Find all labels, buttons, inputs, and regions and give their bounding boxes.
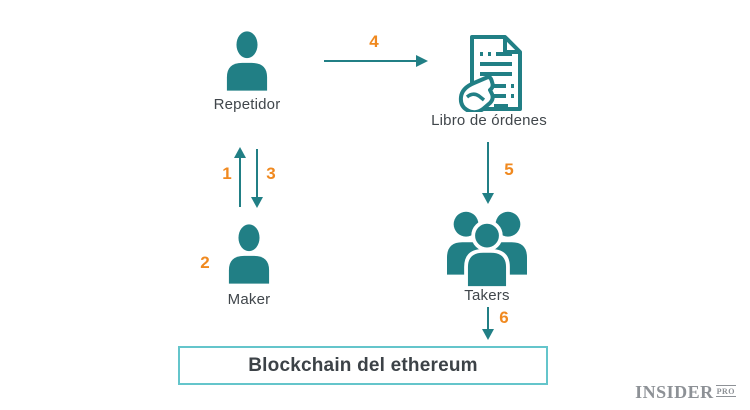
person-icon xyxy=(226,31,268,91)
node-label-takers: Takers xyxy=(464,287,510,304)
arrow-5-line xyxy=(487,142,489,195)
arrow-1-head xyxy=(234,147,246,158)
arrow-5-head xyxy=(482,193,494,204)
node-label-libro-de-ordenes: Libro de órdenes xyxy=(431,112,547,129)
logo-main-text: INSIDER xyxy=(635,382,714,402)
blockchain-label: Blockchain del ethereum xyxy=(248,354,478,376)
step-number-6: 6 xyxy=(499,308,509,327)
document-hand-icon xyxy=(458,35,522,112)
logo-suffix-text: PRO xyxy=(715,385,736,397)
node-label-repetidor: Repetidor xyxy=(213,96,281,113)
step-number-2: 2 xyxy=(200,253,210,272)
person-icon xyxy=(228,224,270,284)
node-label-maker: Maker xyxy=(227,291,271,308)
insider-pro-logo: INSIDER PRO xyxy=(635,383,736,401)
arrow-4-line xyxy=(324,60,416,62)
step-number-1: 1 xyxy=(222,164,232,183)
arrow-1-line xyxy=(239,156,241,207)
step-number-4: 4 xyxy=(369,32,379,51)
arrow-6-head xyxy=(482,329,494,340)
blockchain-box: Blockchain del ethereum xyxy=(178,346,548,385)
arrow-3-head xyxy=(251,197,263,208)
arrow-4-head xyxy=(416,55,428,67)
arrow-3-line xyxy=(256,149,258,199)
arrow-6-line xyxy=(487,307,489,331)
people-group-icon xyxy=(447,211,527,288)
step-number-5: 5 xyxy=(504,160,514,179)
step-number-3: 3 xyxy=(266,164,276,183)
